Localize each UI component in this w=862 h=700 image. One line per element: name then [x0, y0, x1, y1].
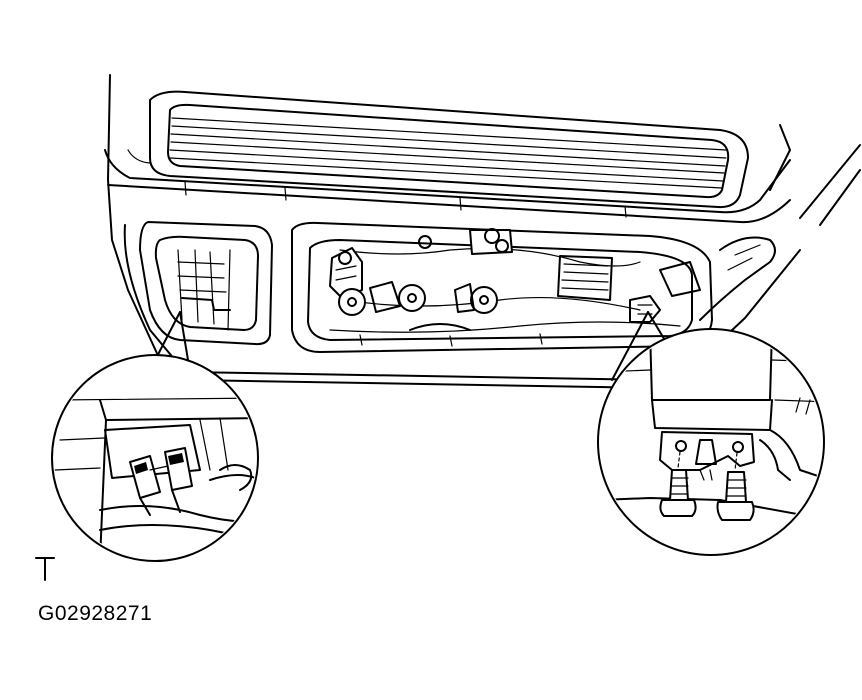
connector-callout	[51, 311, 259, 562]
left-service-hole	[139, 221, 273, 346]
center-service-hole	[291, 221, 713, 353]
figure-code: G02928271	[38, 602, 153, 625]
defogger-lines	[169, 117, 727, 189]
window-regulator-bracket	[418, 228, 513, 255]
striped-damper	[557, 255, 613, 301]
latch-gears	[338, 281, 498, 316]
bolt-icon	[659, 451, 755, 521]
rear-window-glass	[127, 90, 749, 209]
bolt-callout	[597, 311, 825, 556]
door-lock-motor	[329, 247, 363, 299]
tee-symbol-icon	[35, 557, 55, 581]
electrical-connector-icon	[129, 447, 193, 516]
